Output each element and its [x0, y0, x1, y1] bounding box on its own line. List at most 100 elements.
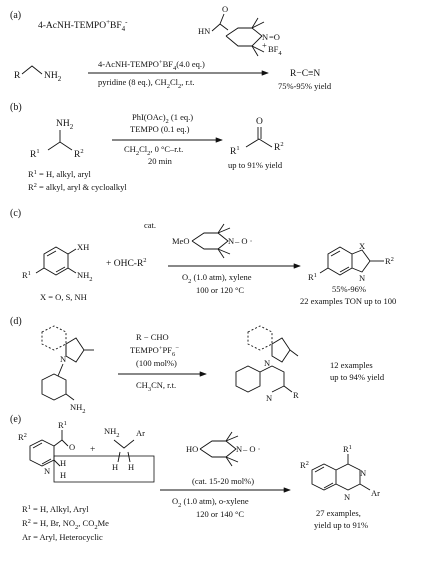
panel-b: (b) NH2 R1 R2 PhI(OAc)2 (1 eq.) TEMPO (0… — [10, 102, 284, 192]
e-box-highlight — [53, 455, 155, 483]
e-substrate: R2 R1 O N H H + NH2 Ar H H — [18, 420, 155, 483]
c-prod-X: X — [359, 241, 365, 251]
c-cat-O: – O · — [234, 236, 252, 246]
substrate-NH2: NH2 — [44, 71, 62, 83]
b-above-1: PhI(OAc)2 (1 eq.) — [132, 112, 193, 125]
e-prod-N2: N — [344, 492, 350, 502]
d-product: N N R — [235, 325, 299, 403]
b-R1: R1 — [30, 148, 40, 160]
panel-a-label: (a) — [10, 10, 21, 21]
c-substrate: XH NH2 R1 — [22, 242, 93, 283]
d-substrate: N NH2 — [41, 325, 94, 415]
e-prod-N1: N — [360, 468, 366, 478]
b-above-2: TEMPO (0.1 eq.) — [130, 124, 190, 134]
c-yield-2: 22 examples TON up to 100 — [300, 296, 396, 306]
e-sub-NH2: NH2 — [104, 426, 120, 439]
e-loading: (cat. 15-20 mol%) — [192, 476, 254, 486]
e-sub-R2: R2 — [18, 432, 27, 442]
e-prod-R1: R1 — [343, 444, 352, 454]
panel-e-label: (e) — [10, 414, 21, 425]
e-note-2: R2 = H, Br, NO2, CO2Me — [22, 518, 109, 531]
e-note-1: R1 = H, Alkyl, Aryl — [22, 504, 89, 514]
c-x-note: X = O, S, NH — [40, 292, 87, 302]
panel-e: (e) HO N – O · R2 R1 O N H H — [10, 414, 380, 542]
catalyst-e: HO N – O · — [186, 431, 260, 467]
oxoammonium-structure: O HN N =O + BF4 — [198, 4, 282, 57]
conditions-below: pyridine (8 eq.), CH2Cl2, r.t. — [98, 77, 194, 90]
e-yield-1: 27 examples, — [316, 508, 361, 518]
e-HO: HO — [186, 444, 198, 454]
e-sub-Ar: Ar — [136, 428, 145, 438]
panel-c: (c) cat. MeO N – O · XH NH2 R1 + OHC-R2 — [10, 208, 396, 306]
e-cat-N: N — [236, 444, 242, 454]
e-sub-H1: H — [60, 458, 66, 468]
b-prod-R2: R2 — [274, 141, 284, 153]
ketone-product: O R1 R2 — [230, 117, 284, 157]
e-sub-H4: H — [128, 462, 134, 472]
e-sub-O: O — [69, 442, 75, 452]
d-sub-N: N — [60, 354, 66, 364]
c-NH2: NH2 — [77, 270, 93, 283]
b-below-1: CH2Cl2, 0 °C–r.t. — [124, 144, 183, 157]
c-product: X N R2 R1 — [308, 241, 394, 283]
d-prod-N2: N — [266, 393, 272, 403]
d-prod-R: R — [293, 390, 299, 400]
e-sub-R1: R1 — [58, 420, 67, 430]
b-NH2: NH2 — [56, 119, 74, 131]
c-cat-N: N — [228, 236, 234, 246]
e-yield-2: yield up to 91% — [314, 520, 368, 530]
e-product: R1 R2 N N Ar — [300, 444, 380, 502]
e-sub-N: N — [44, 466, 50, 476]
product-nitrile: R−C≡N — [290, 69, 320, 79]
e-prod-Ar: Ar — [371, 488, 380, 498]
amine-substrate: R NH2 — [14, 65, 62, 83]
b-note-2: R2 = alkyl, aryl & cycloalkyl — [28, 182, 127, 192]
substrate-R: R — [14, 71, 21, 81]
e-note-3: Ar = Aryl, Heterocyclic — [22, 532, 103, 542]
struct-BF4: BF4 — [268, 44, 282, 57]
conditions-above: 4-AcNH-TEMPO+BF4(4.0 eq.) — [98, 59, 205, 72]
b-O: O — [256, 117, 263, 127]
panel-b-label: (b) — [10, 102, 22, 113]
d-yield-1: 12 examples — [330, 360, 373, 370]
c-plus-reagent: + OHC-R2 — [106, 257, 147, 269]
d-above-3: (100 mol%) — [136, 358, 177, 368]
panel-d-label: (d) — [10, 316, 22, 327]
d-above-2: TEMPO+PF6− — [130, 345, 179, 358]
c-prod-N: N — [359, 273, 365, 283]
struct-NO: =O — [269, 32, 280, 42]
d-sub-NH2: NH2 — [70, 402, 86, 415]
c-prod-R2: R2 — [385, 256, 394, 266]
yield-b: up to 91% yield — [228, 160, 283, 170]
e-cond-2: 120 or 140 °C — [196, 509, 244, 519]
yield-a: 75%-95% yield — [278, 81, 332, 91]
struct-plus: + — [262, 40, 267, 50]
c-cond-2: 100 or 120 °C — [196, 285, 244, 295]
reagent-name: 4-AcNH-TEMPO+BF4- — [38, 18, 128, 33]
b-below-2: 20 min — [148, 156, 173, 166]
catalyst-c: cat. MeO N – O · — [144, 220, 252, 259]
c-prod-R1: R1 — [308, 272, 317, 282]
c-yield-1: 55%-96% — [332, 284, 366, 294]
struct-HN: HN — [198, 26, 210, 36]
c-cat-prefix: cat. — [144, 220, 156, 230]
c-MeO: MeO — [172, 236, 189, 246]
e-cat-O: – O · — [242, 444, 260, 454]
amine-substrate-b: NH2 R1 R2 — [30, 119, 84, 160]
panel-c-label: (c) — [10, 208, 21, 219]
d-above-1: R − CHO — [136, 332, 169, 342]
e-prod-R2: R2 — [300, 460, 309, 470]
b-prod-R1: R1 — [230, 145, 240, 157]
b-note-1: R1 = H, alkyl, aryl — [28, 169, 91, 179]
panel-a: (a) 4-AcNH-TEMPO+BF4- O HN N =O + BF4 R — [10, 4, 332, 91]
b-R2: R2 — [74, 148, 84, 160]
c-XH: XH — [77, 242, 89, 252]
c-R1: R1 — [22, 270, 31, 280]
c-cond-1: O2 (1.0 atm), xylene — [182, 272, 252, 285]
e-sub-plus: + — [90, 445, 95, 455]
panel-d: (d) N NH2 R − CHO TEMPO+PF6− (100 mol%) … — [10, 316, 385, 415]
d-prod-N1: N — [264, 358, 270, 368]
e-cond-1: O2 (1.0 atm), o-xylene — [172, 496, 249, 509]
e-sub-H2: H — [60, 470, 66, 480]
